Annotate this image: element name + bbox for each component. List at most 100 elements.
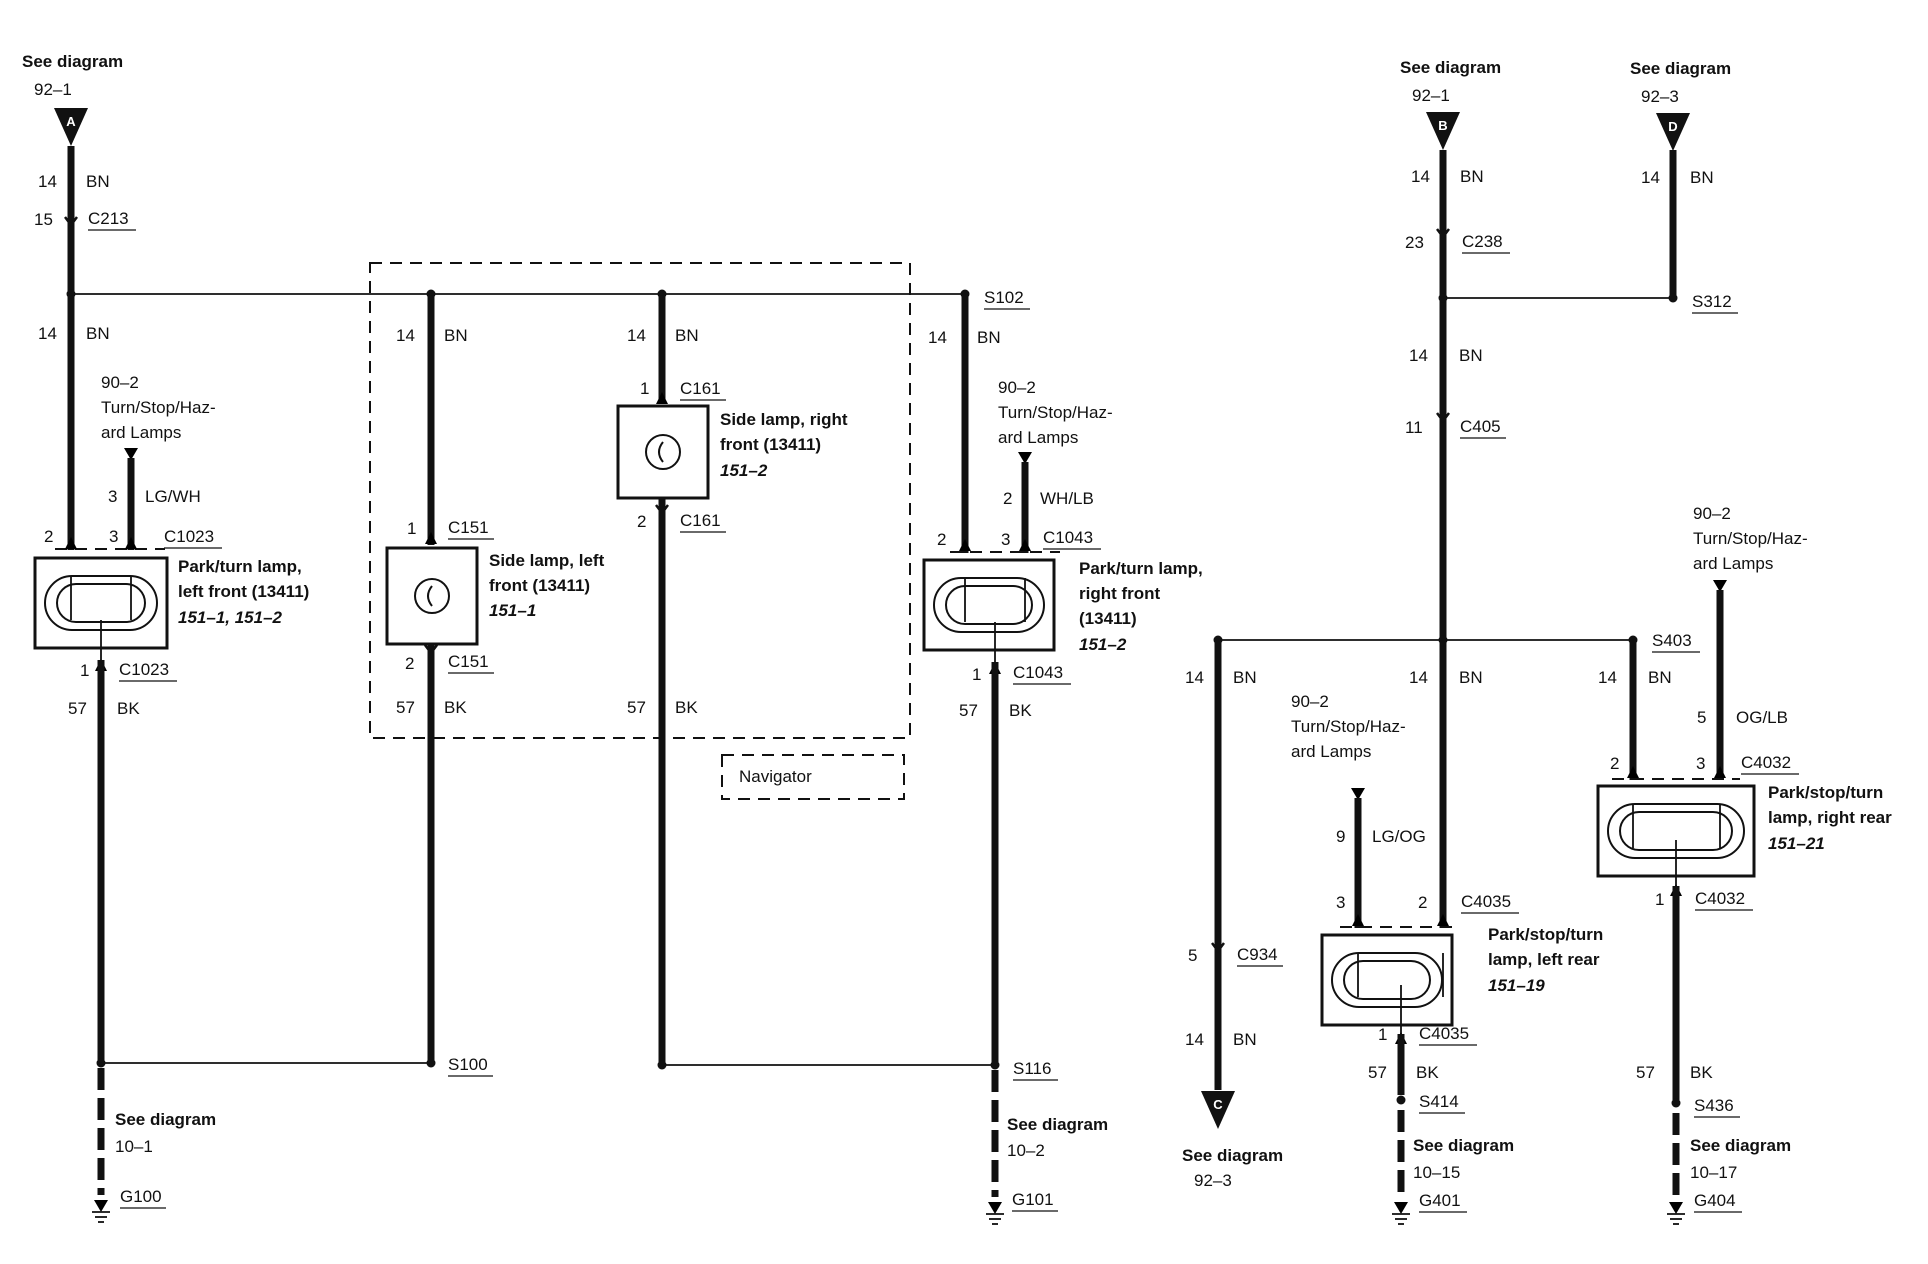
g100-see: See diagram	[115, 1110, 216, 1129]
wire-label: 3	[1336, 893, 1345, 912]
side-lamp-rf-filament	[658, 441, 664, 463]
park-lf-name1: Park/turn lamp,	[178, 557, 302, 576]
park-lamp-rf-bulb-outer	[933, 577, 1045, 633]
wire-label: 14	[1185, 1030, 1204, 1049]
park-lamp-lr-box	[1320, 933, 1454, 1027]
park-rf-name3: (13411)	[1079, 609, 1137, 628]
wire-label: 3	[1696, 754, 1705, 773]
park-lr-name2: lamp, left rear	[1488, 950, 1600, 969]
park-lamp-lr-bulb-outer	[1331, 952, 1443, 1008]
splice-dot	[1396, 1095, 1406, 1105]
splice-s102: S102	[984, 288, 1024, 307]
rf-note-3: ard Lamps	[998, 428, 1078, 447]
splice-dot	[657, 1060, 667, 1070]
connector-c151-bot: C151	[448, 652, 489, 671]
navigator-label: Navigator	[739, 767, 812, 786]
connector-arrow-icon	[425, 532, 437, 544]
connector-c1043-bot: C1043	[1013, 663, 1063, 682]
park-rf-name2: right front	[1079, 584, 1161, 603]
wire-label: 14	[396, 326, 415, 345]
rf-note-2: Turn/Stop/Haz-	[998, 403, 1113, 422]
wire-label: 1	[407, 519, 416, 538]
connector-arrow-icon	[1019, 539, 1031, 551]
wire-label: 1	[972, 665, 981, 684]
connector-c151-top: C151	[448, 518, 489, 537]
wire-label: OG/LB	[1736, 708, 1788, 727]
side-lf-name3: 151–1	[489, 601, 536, 620]
splice-s100: S100	[448, 1055, 488, 1074]
splice-dot	[1438, 293, 1448, 303]
rf-note-1: 90–2	[998, 378, 1036, 397]
lr-feed-arrow-icon	[1351, 788, 1365, 800]
wire-label: 14	[1641, 168, 1660, 187]
splice-s414: S414	[1419, 1092, 1459, 1111]
wire-label: BN	[86, 324, 110, 343]
rr-note-2: Turn/Stop/Haz-	[1693, 529, 1808, 548]
park-rf-name1: Park/turn lamp,	[1079, 559, 1203, 578]
ref-a-icon	[54, 108, 88, 146]
splice-dot	[96, 1058, 106, 1068]
wire-label: 15	[34, 210, 53, 229]
lr-note-3: ard Lamps	[1291, 742, 1371, 761]
g404-arrow-icon	[1669, 1202, 1683, 1214]
navigator-option-box	[369, 262, 911, 739]
side-lamp-rf-bulb-icon	[645, 434, 681, 470]
ref-a-see: See diagram	[22, 52, 123, 71]
splice-dot	[66, 289, 76, 299]
connector-arrow-icon	[1437, 914, 1449, 926]
wire-label: BN	[977, 328, 1001, 347]
wire-label: BN	[86, 172, 110, 191]
wire-label: BN	[1233, 1030, 1257, 1049]
wire-label: 5	[1697, 708, 1706, 727]
connector-arrow-icon	[1627, 766, 1639, 778]
navigator-label-box	[721, 754, 905, 800]
connector-arrow-icon	[125, 537, 137, 549]
splice-dot	[1668, 293, 1678, 303]
ref-a-num: 92–1	[34, 80, 72, 99]
wire-label: BK	[675, 698, 698, 717]
wire-label: BK	[1416, 1063, 1439, 1082]
wire-label: BN	[1690, 168, 1714, 187]
park-lf-name2: left front (13411)	[178, 582, 309, 601]
park-lamp-rf-box	[922, 558, 1056, 652]
g401-num: 10–15	[1413, 1163, 1460, 1182]
wire-label: 2	[1418, 893, 1427, 912]
wire-label: BN	[1233, 668, 1257, 687]
wire-label: 14	[1411, 167, 1430, 186]
wire-label: 14	[1185, 668, 1204, 687]
rr-feed-arrow-icon	[1713, 580, 1727, 592]
side-rf-name2: front (13411)	[720, 435, 821, 454]
wire-label: BN	[675, 326, 699, 345]
splice-s312: S312	[1692, 292, 1732, 311]
connector-c213: C213	[88, 209, 129, 228]
wire-label: 57	[627, 698, 646, 717]
park-rr-name2: lamp, right rear	[1768, 808, 1892, 827]
splice-s116: S116	[1013, 1059, 1051, 1078]
wire-label: 2	[937, 530, 946, 549]
ground-g401: G401	[1419, 1191, 1461, 1210]
wire-label: BN	[444, 326, 468, 345]
side-lf-name2: front (13411)	[489, 576, 590, 595]
g404-see: See diagram	[1690, 1136, 1791, 1155]
connector-c161-top: C161	[680, 379, 721, 398]
splice-s403: S403	[1652, 631, 1692, 650]
side-rf-name1: Side lamp, right	[720, 410, 848, 429]
lr-note-2: Turn/Stop/Haz-	[1291, 717, 1406, 736]
side-lamp-lf-bulb-icon	[414, 578, 450, 614]
g101-see: See diagram	[1007, 1115, 1108, 1134]
lf-feed-arrow-icon	[124, 448, 138, 460]
connector-chevron-icon	[1436, 412, 1450, 424]
ground-g101: G101	[1012, 1190, 1054, 1209]
ref-a-letter: A	[66, 114, 76, 129]
wire-label: 2	[1003, 489, 1012, 508]
rr-note-3: ard Lamps	[1693, 554, 1773, 573]
connector-c1043-top: C1043	[1043, 528, 1093, 547]
g101-arrow-icon	[988, 1202, 1002, 1214]
connector-c1023-top: C1023	[164, 527, 214, 546]
lf-note-3: ard Lamps	[101, 423, 181, 442]
connector-arrow-icon	[959, 539, 971, 551]
lr-note-1: 90–2	[1291, 692, 1329, 711]
ref-b-num: 92–1	[1412, 86, 1450, 105]
